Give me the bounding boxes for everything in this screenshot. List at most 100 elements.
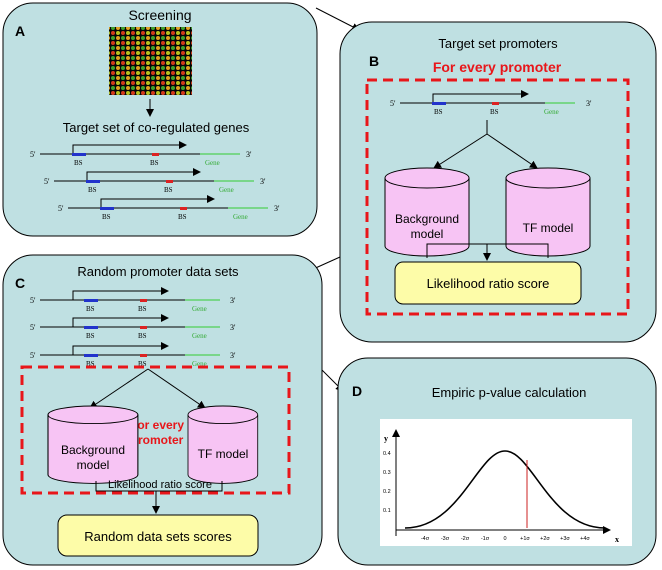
bs-red	[492, 102, 499, 105]
promoter-c1: 5' BS BS Gene 3'	[30, 287, 236, 313]
x-tick-label: -3σ	[441, 536, 450, 542]
x-axis-label: x	[615, 535, 619, 544]
bs-blue	[84, 326, 98, 329]
panel-a-subtitle: Target set of co-regulated genes	[63, 120, 250, 135]
five-prime-label: 5'	[30, 351, 36, 360]
bs-red	[180, 207, 187, 210]
bs-blue	[72, 153, 86, 156]
normal-distribution-plot: y x 0.4 0.3 0.2 0.1 -4σ -3σ -2σ -1σ 0 +1…	[380, 419, 632, 546]
promoter-a1: 5' BS BS Gene 3'	[30, 141, 252, 167]
bs-label: BS	[138, 360, 147, 368]
bs-label: BS	[86, 360, 95, 368]
bs-blue	[100, 207, 114, 210]
random-scores-box	[57, 514, 259, 557]
random-scores-label: Random data sets scores	[84, 529, 232, 544]
bs-label: BS	[434, 108, 443, 116]
join-line-c	[95, 481, 223, 492]
five-prime-label: 5'	[30, 150, 36, 159]
x-tick-label: +4σ	[580, 536, 590, 542]
bs-label: BS	[88, 186, 97, 194]
density-curve	[404, 450, 606, 529]
panel-c-title: Random promoter data sets	[77, 264, 239, 279]
gene-label: Gene	[233, 213, 248, 221]
three-prime-label: 3'	[230, 296, 236, 305]
bs-red	[140, 326, 147, 329]
x-tick-label: +3σ	[560, 536, 570, 542]
bs-red	[166, 180, 173, 183]
bs-label: BS	[178, 213, 187, 221]
bg-model-label-2: model	[77, 458, 110, 472]
five-prime-label: 5'	[58, 204, 64, 213]
panel-c-loop-box	[20, 365, 291, 495]
x-tick-label: +2σ	[540, 536, 550, 542]
bs-blue	[86, 180, 100, 183]
gene-label: Gene	[205, 159, 220, 167]
x-tick-label: -2σ	[461, 536, 470, 542]
panel-d: D Empiric p-value calculation y x 0.4 0.…	[337, 357, 657, 566]
five-prime-label: 5'	[30, 296, 36, 305]
panel-c-loop-label-1: For every	[130, 418, 184, 432]
gene-label: Gene	[192, 332, 207, 340]
x-tick-label: +1σ	[520, 536, 530, 542]
arrow-to-bg-model-c	[89, 368, 149, 409]
tf-model-label: TF model	[198, 447, 249, 461]
bs-label: BS	[86, 332, 95, 340]
y-tick-label: 0.2	[383, 489, 391, 495]
bs-label: BS	[86, 305, 95, 313]
panel-b-loop-label: For every promoter	[433, 59, 562, 75]
panel-a-title: Screening	[128, 7, 191, 23]
bs-label: BS	[150, 159, 159, 167]
y-tick-label: 0.4	[383, 451, 391, 457]
bg-model-label-2: model	[411, 227, 444, 241]
panel-b: B Target set promoters For every promote…	[339, 21, 657, 343]
panel-a-letter: A	[15, 23, 25, 39]
gene-label: Gene	[219, 186, 234, 194]
bg-model-label-1: Background	[395, 212, 459, 226]
panel-d-letter: D	[352, 383, 362, 399]
y-tick-labels: 0.4 0.3 0.2 0.1	[383, 451, 391, 514]
panel-a-box	[2, 2, 318, 237]
gene-label: Gene	[192, 360, 207, 368]
tf-model-label: TF model	[523, 221, 574, 235]
arrow-a-to-b	[315, 7, 360, 31]
arrow-to-tf-model-c	[147, 368, 206, 409]
promoter-b1: 5' BS BS Gene 3'	[390, 90, 592, 116]
bs-blue	[432, 102, 446, 105]
y-axis-label: y	[384, 434, 388, 443]
background-model-cylinder-b: Background model	[384, 167, 470, 257]
bg-model-label-1: Background	[61, 443, 125, 457]
panel-b-loop-box	[365, 78, 630, 316]
bs-label: BS	[138, 305, 147, 313]
arrow-to-bg-model-b	[433, 133, 488, 169]
three-prime-label: 3'	[246, 150, 252, 159]
x-tick-labels: -4σ -3σ -2σ -1σ 0 +1σ +2σ +3σ +4σ	[421, 536, 591, 542]
x-tick-label: -4σ	[421, 536, 430, 542]
five-prime-label: 5'	[44, 177, 50, 186]
three-prime-label: 3'	[586, 99, 592, 108]
panel-c: C Random promoter data sets 5' BS BS Gen…	[2, 254, 323, 566]
likelihood-score-box-b	[394, 261, 582, 305]
bs-blue	[84, 354, 98, 357]
promoter-c3: 5' BS BS Gene 3'	[30, 342, 236, 368]
bs-red	[152, 153, 159, 156]
three-prime-label: 3'	[260, 177, 266, 186]
microarray-image	[109, 27, 192, 95]
panel-d-title: Empiric p-value calculation	[432, 385, 587, 400]
five-prime-label: 5'	[30, 323, 36, 332]
panel-c-loop-label-2: promoter	[131, 433, 184, 447]
five-prime-label: 5'	[390, 99, 396, 108]
gene-label: Gene	[192, 305, 207, 313]
bs-label: BS	[102, 213, 111, 221]
promoter-a2: 5' BS BS Gene 3'	[44, 168, 266, 194]
likelihood-score-label-c: Likelihood ratio score	[108, 479, 212, 491]
likelihood-score-label-b: Likelihood ratio score	[427, 276, 550, 291]
panel-c-letter: C	[15, 275, 25, 291]
tf-model-cylinder-b: TF model	[505, 167, 591, 257]
three-prime-label: 3'	[274, 204, 280, 213]
three-prime-label: 3'	[230, 323, 236, 332]
panel-c-box	[2, 254, 323, 566]
panel-b-letter: B	[369, 53, 379, 69]
panel-b-title: Target set promoters	[438, 36, 558, 51]
y-tick-label: 0.3	[383, 470, 391, 476]
